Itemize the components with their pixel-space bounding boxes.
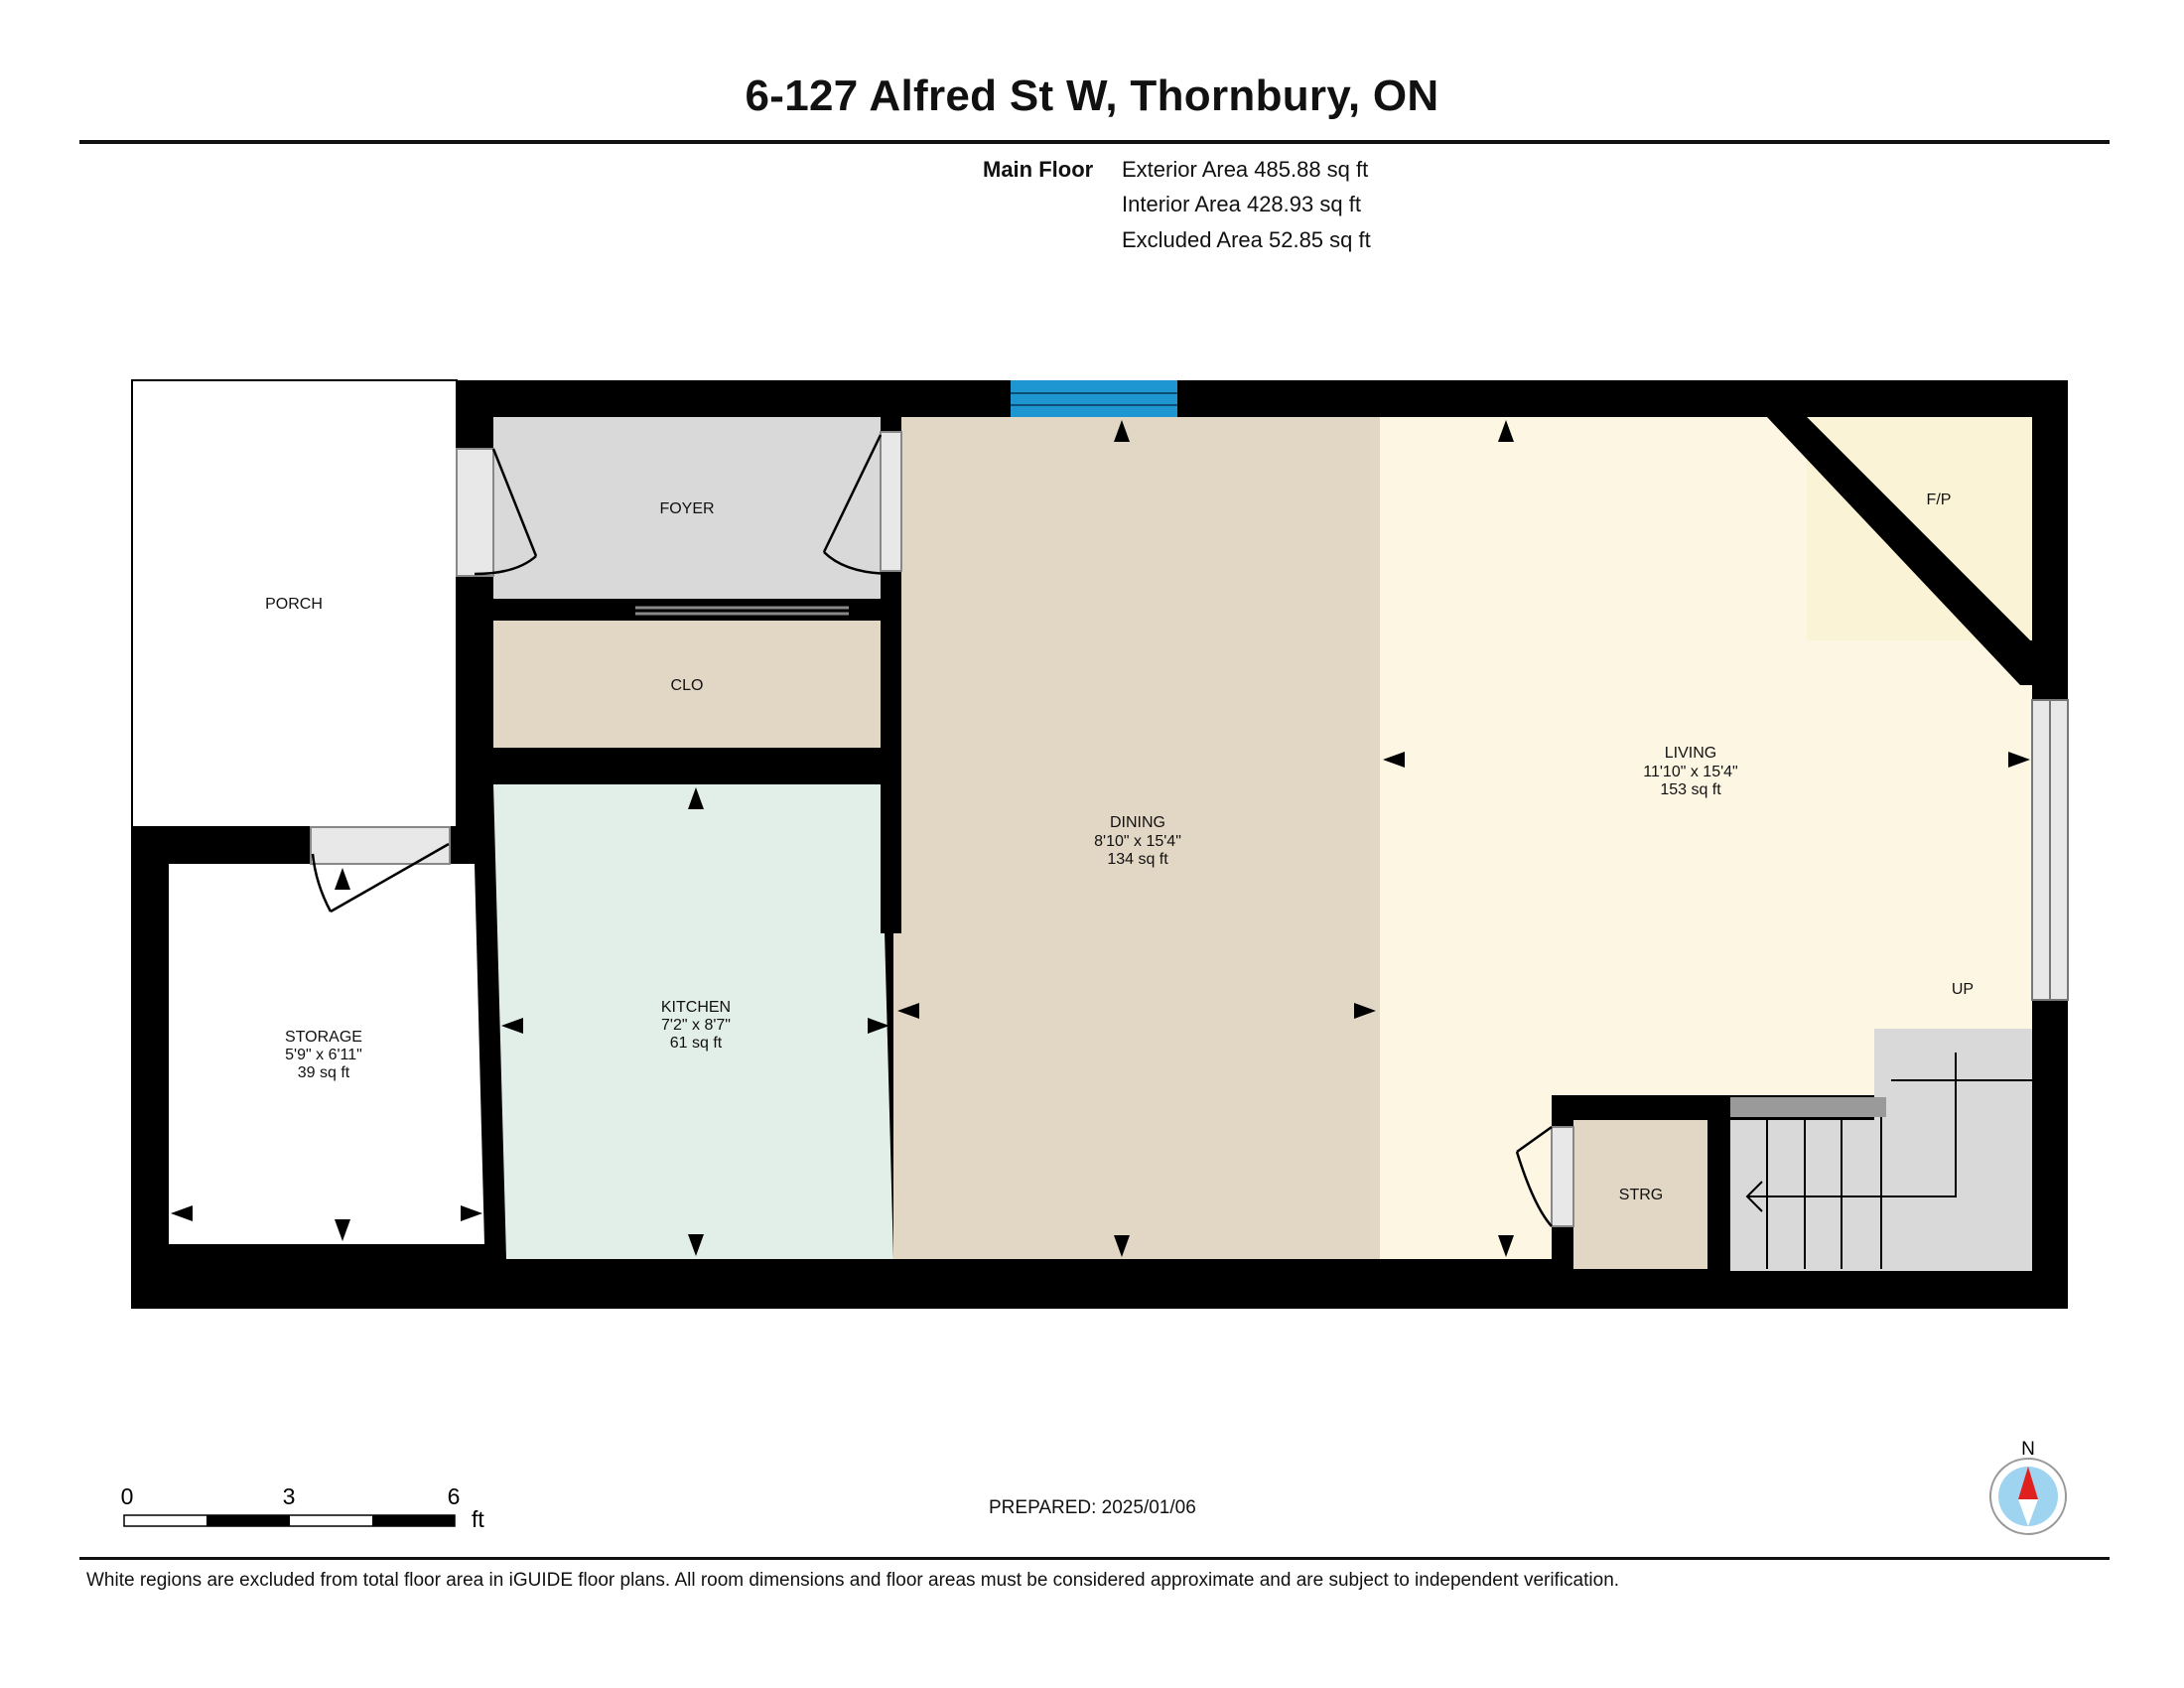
compass: N bbox=[1989, 1439, 2067, 1535]
room-strg-label: STRG bbox=[1619, 1187, 1663, 1203]
room-porch-label: PORCH bbox=[265, 596, 323, 613]
excluded-area: Excluded Area 52.85 sq ft bbox=[1122, 227, 1371, 252]
floor-name: Main Floor bbox=[983, 157, 1094, 182]
prepared-date: PREPARED: 2025/01/06 bbox=[989, 1497, 1196, 1518]
room-storage-dims: 5'9" x 6'11" bbox=[285, 1047, 362, 1063]
room-kitchen-area: 61 sq ft bbox=[670, 1035, 723, 1052]
compass-needle-icon bbox=[2018, 1467, 2038, 1499]
room-dining-label: DINING bbox=[1110, 814, 1165, 831]
closet-area bbox=[493, 621, 881, 748]
footer-rule bbox=[79, 1557, 2110, 1560]
fireplace-label: F/P bbox=[1927, 492, 1952, 508]
room-living-dims: 11'10" x 15'4" bbox=[1643, 764, 1737, 780]
room-living-area: 153 sq ft bbox=[1660, 781, 1721, 798]
room-foyer-label: FOYER bbox=[659, 500, 714, 517]
exterior-area: Exterior Area 485.88 sq ft bbox=[1122, 157, 1369, 182]
room-dining-area: 134 sq ft bbox=[1107, 851, 1168, 868]
compass-north-label: N bbox=[2021, 1439, 2035, 1460]
scale-unit: ft bbox=[472, 1506, 484, 1532]
room-storage-area: 39 sq ft bbox=[298, 1064, 350, 1081]
doors bbox=[310, 431, 1574, 1227]
porch-area bbox=[131, 379, 458, 828]
scale-tick-6: 6 bbox=[448, 1483, 461, 1509]
stairs-up-label: UP bbox=[1952, 981, 1974, 998]
window bbox=[1011, 380, 1177, 417]
room-dining-dims: 8'10" x 15'4" bbox=[1094, 833, 1181, 850]
foyer-area bbox=[493, 417, 881, 599]
title-rule bbox=[79, 140, 2110, 144]
room-kitchen-dims: 7'2" x 8'7" bbox=[661, 1017, 731, 1034]
room-kitchen-label: KITCHEN bbox=[661, 999, 731, 1016]
dimension-arrows bbox=[171, 420, 2030, 1257]
fireplace-area bbox=[1807, 417, 2032, 640]
scale-tick-3: 3 bbox=[283, 1483, 296, 1509]
scale-bar: 0 3 6 ft bbox=[121, 1483, 485, 1532]
strg-area bbox=[1573, 1120, 1707, 1269]
room-living-label: LIVING bbox=[1665, 745, 1716, 762]
room-storage-label: STORAGE bbox=[285, 1029, 362, 1046]
stair-treads bbox=[1730, 1053, 2032, 1269]
storage-area bbox=[169, 864, 484, 1244]
room-closet-label: CLO bbox=[671, 677, 704, 694]
kitchen-area bbox=[493, 784, 893, 1259]
interior-area: Interior Area 428.93 sq ft bbox=[1122, 192, 1361, 216]
disclaimer: White regions are excluded from total fl… bbox=[86, 1570, 1620, 1591]
dining-area bbox=[893, 417, 1380, 1259]
scale-tick-0: 0 bbox=[121, 1483, 134, 1509]
page-title: 6-127 Alfred St W, Thornbury, ON bbox=[745, 71, 1439, 120]
